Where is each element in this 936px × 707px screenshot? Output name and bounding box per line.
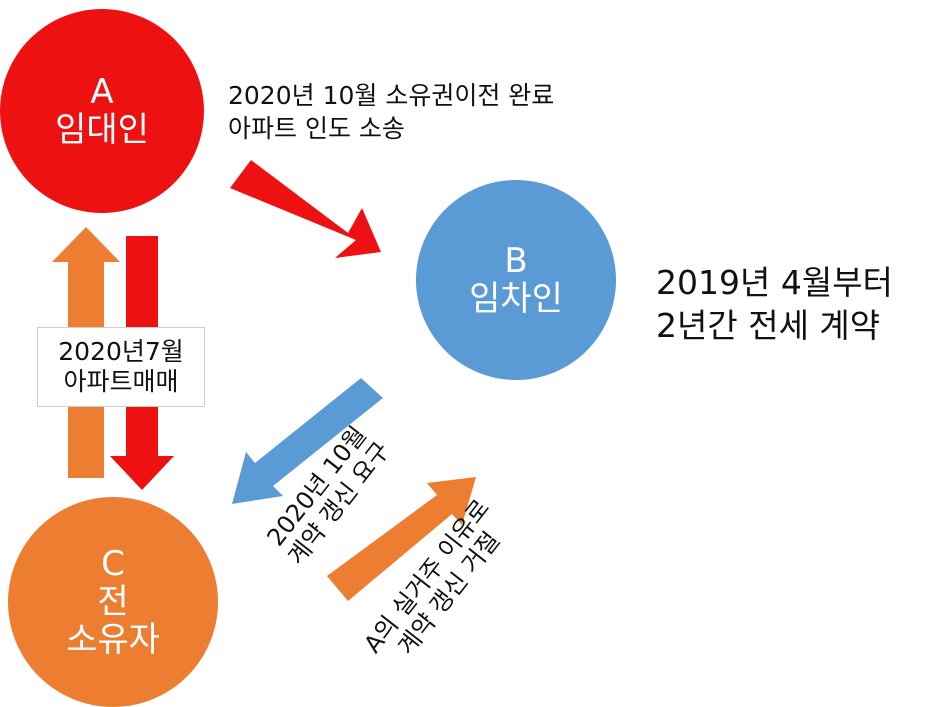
node-c-letter: C [101, 543, 125, 584]
sale-label-box: 2020년7월 아파트매매 [37, 327, 205, 407]
transfer-note-line2: 아파트 인도 소송 [228, 113, 405, 143]
node-b-label: 임차인 [469, 279, 563, 319]
contract-note-line2: 2년간 전세 계약 [656, 305, 881, 345]
node-a-landlord: A 임대인 [0, 9, 204, 213]
node-b-letter: B [504, 240, 528, 281]
sale-label-line2: 아파트매매 [63, 367, 179, 396]
arrow-renewal-request [232, 378, 383, 504]
contract-note: 2019년 4월부터 2년간 전세 계약 [656, 262, 893, 348]
node-c-line2: 소유자 [66, 620, 160, 661]
node-c-previous-owner: C 전 소유자 [8, 497, 218, 707]
node-c-line1: 전 [97, 581, 129, 622]
transfer-note-line1: 2020년 10월 소유권이전 완료 [228, 81, 555, 110]
arrow-renewal-refusal [327, 477, 476, 601]
sale-label-line1: 2020년7월 [58, 337, 184, 366]
node-a-label: 임대인 [55, 110, 149, 150]
arrow-a-to-b [230, 160, 381, 258]
node-a-letter: A [90, 71, 114, 112]
contract-note-line1: 2019년 4월부터 [656, 263, 893, 302]
node-b-tenant: B 임차인 [416, 180, 616, 380]
transfer-note: 2020년 10월 소유권이전 완료 아파트 인도 소송 [228, 80, 554, 145]
